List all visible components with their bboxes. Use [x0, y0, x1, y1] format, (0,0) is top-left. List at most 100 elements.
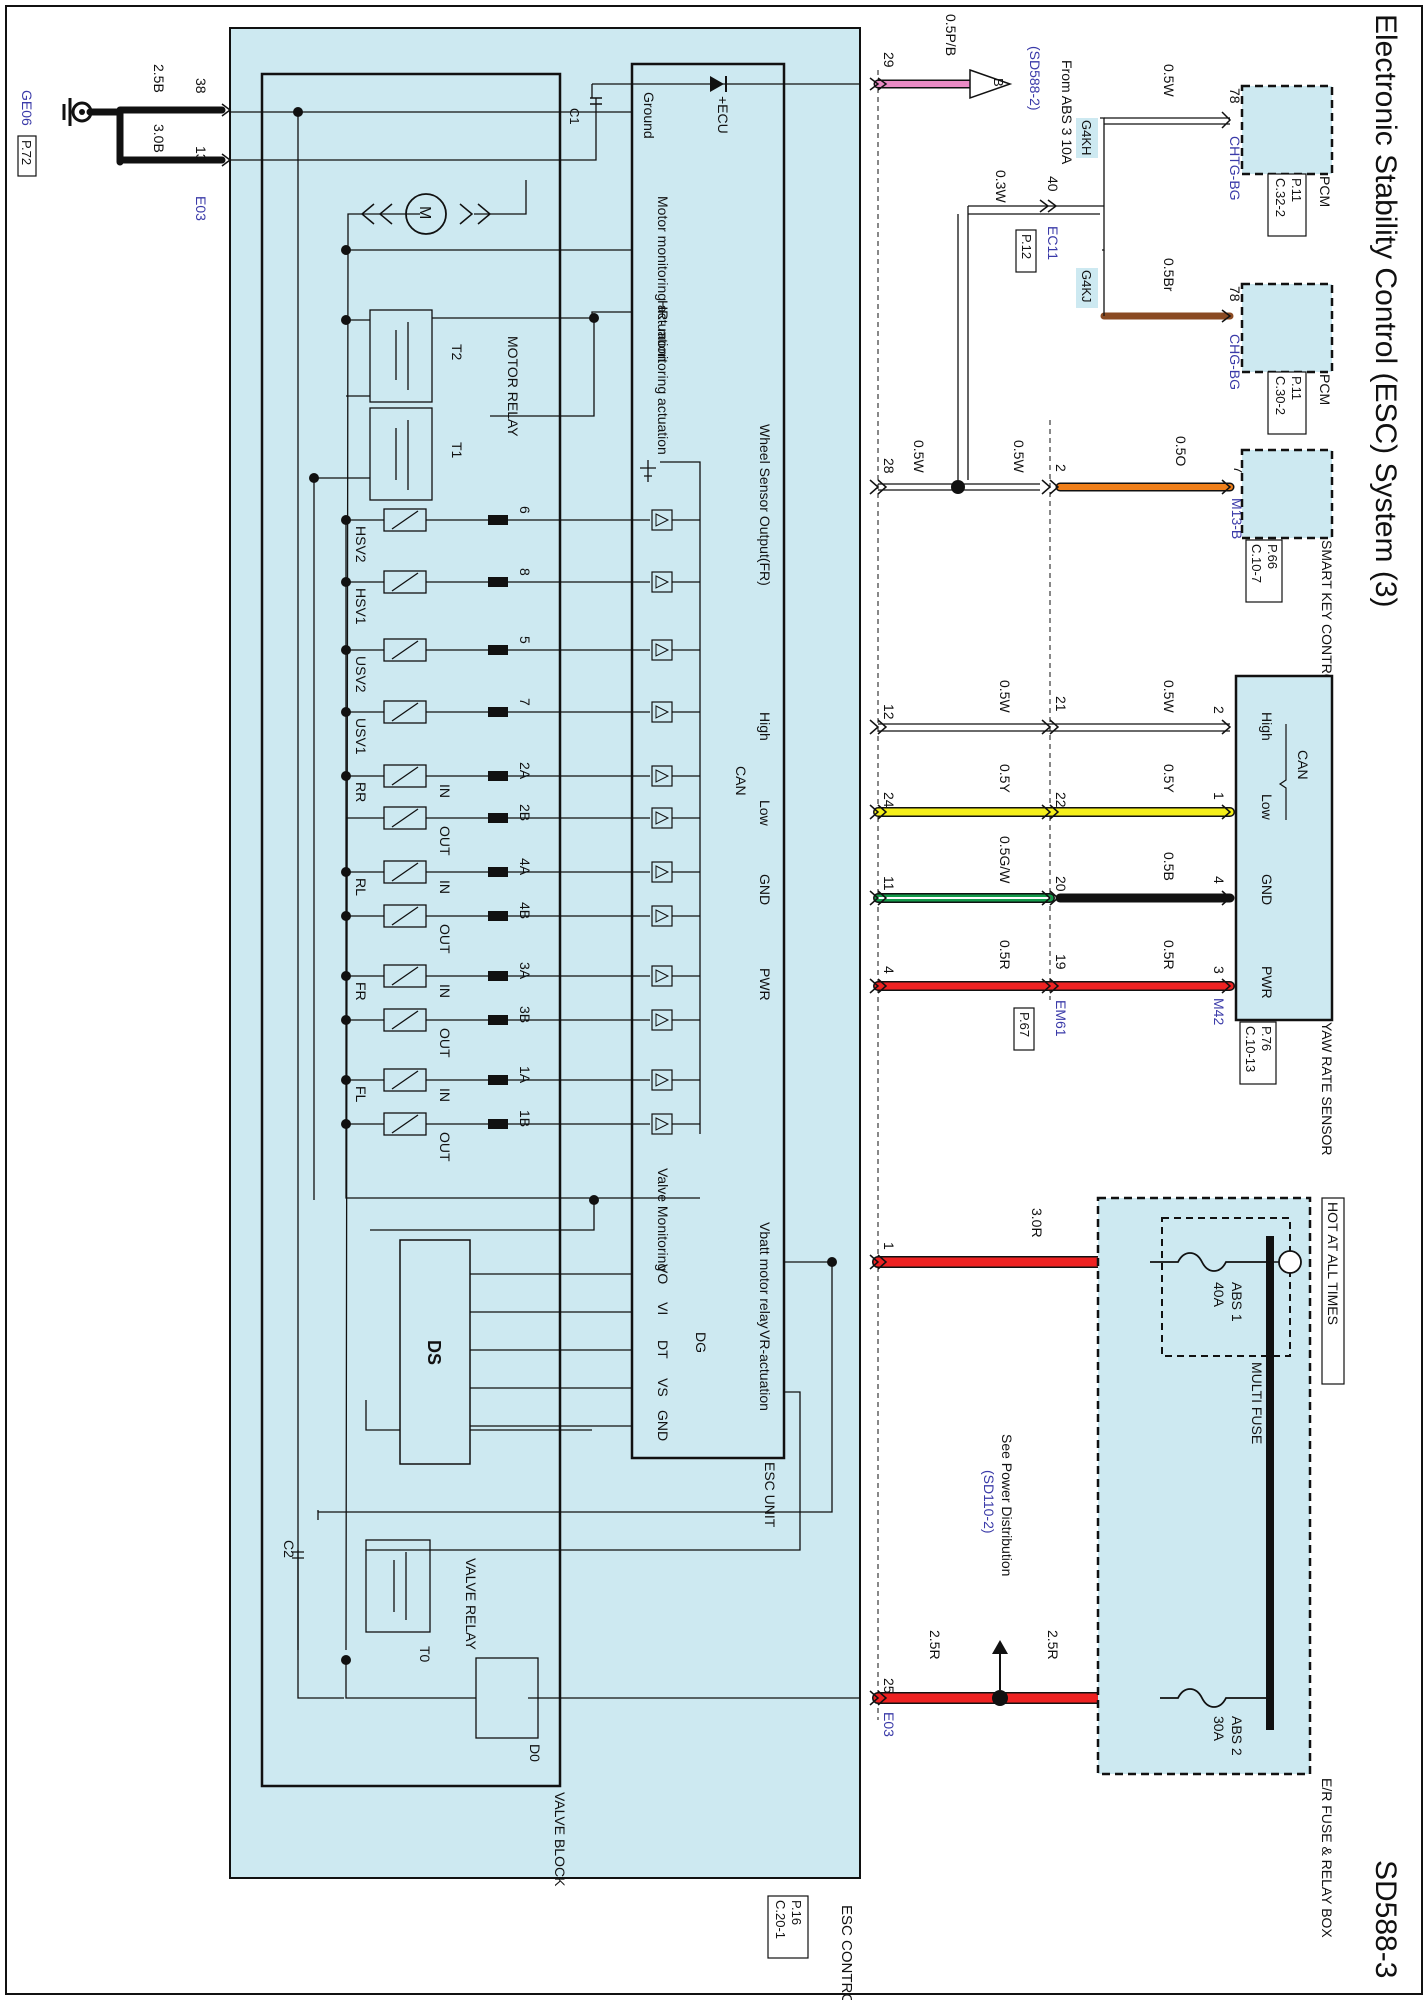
valve-connector — [488, 1119, 508, 1129]
valve-label: FR — [353, 982, 369, 1001]
pcm-lower-connector: CHG-BG — [1227, 334, 1243, 390]
esc-unit-label: ESC UNIT — [762, 1462, 778, 1528]
c1-label: C1 — [567, 108, 582, 125]
dg-pin-vi: VI — [655, 1302, 671, 1315]
fuse-box-name: E/R FUSE & RELAY BOX — [1319, 1778, 1335, 1938]
connector-chevrons — [869, 77, 1232, 1706]
gnd-label: GND — [757, 874, 773, 905]
pwr-label: PWR — [757, 968, 773, 1001]
m42-conn: M42 — [1211, 998, 1227, 1025]
c2-label: C2 — [281, 1540, 297, 1558]
pcm-wiring — [957, 117, 1230, 480]
valve-number: 3B — [517, 1006, 533, 1023]
smart-key-page: P.66 — [1265, 544, 1280, 569]
wire-28: 0.5W — [911, 440, 927, 473]
wire-24: 0.5Y — [997, 764, 1013, 793]
wire-4: 0.5R — [997, 940, 1013, 970]
tag-g4kh: G4KH — [1079, 120, 1094, 155]
valve-number: 5 — [517, 636, 533, 644]
ground-conn: E03 — [193, 196, 209, 221]
valve-number: 1B — [517, 1110, 533, 1127]
valve-io-label: OUT — [437, 1028, 453, 1058]
pcm-upper-wire: 0.5W — [1161, 64, 1177, 97]
abs1-amp: 40A — [1211, 1282, 1227, 1308]
yaw-pin-pwr: PWR — [1259, 966, 1275, 999]
ground-pin-13: 13 — [193, 146, 209, 162]
valve-io-label: OUT — [437, 826, 453, 856]
circuit-29 — [873, 68, 1013, 100]
valve-block-box — [260, 72, 562, 1788]
yaw-pin-high: High — [1259, 712, 1275, 741]
e03-conn: E03 — [881, 1712, 897, 1737]
valve-connector — [488, 707, 508, 717]
c1-capacitor: C1 — [567, 97, 602, 125]
pcm-upper-connector: CHTG-BG — [1227, 136, 1243, 201]
pin-12-end: 2 — [1211, 706, 1227, 714]
esc-module-conn: C.20-1 — [773, 1900, 788, 1939]
esc-control-module-box — [229, 27, 861, 1879]
t1-label: T1 — [449, 442, 465, 459]
vbatt-label: Vbatt motor relay — [757, 1222, 773, 1329]
valve-connector — [488, 1075, 508, 1085]
em61-page: P.67 — [1017, 1012, 1032, 1037]
yaw-pin-low: Low — [1259, 794, 1275, 821]
page-id: SD588-3 — [1369, 1860, 1402, 1978]
page-title: Electronic Stability Control (ESC) Syste… — [1369, 14, 1402, 608]
t0-label: T0 — [417, 1646, 433, 1663]
yaw-pin-gnd: GND — [1259, 874, 1275, 905]
pin-21: 21 — [1053, 696, 1069, 712]
pin-20: 20 — [1053, 876, 1069, 892]
vr-actuation-label: VR-actuation — [757, 1330, 773, 1411]
valve-number: 3A — [517, 962, 533, 980]
dg-label: DG — [693, 1332, 709, 1353]
pin-4: 4 — [881, 966, 897, 974]
pcm-upper-name: PCM — [1317, 176, 1333, 207]
valve-label: HSV1 — [353, 588, 369, 625]
yaw-can: CAN — [1295, 750, 1311, 780]
pin-22: 22 — [1053, 792, 1069, 808]
wire-1: 3.0R — [1029, 1208, 1045, 1238]
valve-io-label: IN — [437, 784, 453, 798]
valve-connector — [488, 1015, 508, 1025]
motor-symbol: M — [360, 193, 492, 235]
ground-pin-38: 38 — [193, 78, 209, 94]
wire-25: 2.5R — [927, 1630, 943, 1660]
wire-24-end: 0.5Y — [1161, 764, 1177, 793]
valve-number: 8 — [517, 568, 533, 576]
valve-label: USV2 — [353, 656, 369, 693]
ec11-connector: 40 0.3W EC11 P.12 — [993, 170, 1061, 273]
pin-4-end: 3 — [1211, 966, 1227, 974]
pin-24-end: 1 — [1211, 792, 1227, 800]
pcm-lower: P.11 C.30-2 PCM 78 0.5Br CHG-BG G4KJ — [1076, 258, 1334, 435]
pcm-lower-name: PCM — [1317, 374, 1333, 405]
pin-12: 12 — [881, 704, 897, 720]
wire-25-end: 2.5R — [1045, 1630, 1061, 1660]
valve-io-label: IN — [437, 880, 453, 894]
abs2-label: ABS 2 — [1229, 1716, 1245, 1756]
smart-key-conn: C.10-7 — [1249, 544, 1264, 583]
can-low-label: Low — [757, 800, 773, 827]
valve-connector — [488, 515, 508, 525]
yaw-rate-sensor: High Low GND PWR CAN YAW RATE SENSOR P.7… — [1234, 674, 1335, 1156]
pcm-lower-wire: 0.5Br — [1161, 258, 1177, 292]
wire-11-end: 0.5B — [1161, 852, 1177, 881]
ec11-page: P.12 — [1019, 234, 1034, 259]
ecu-diode — [710, 76, 727, 92]
abs2-amp: 30A — [1211, 1716, 1227, 1742]
dg-pin-vo: VO — [655, 1264, 671, 1284]
ecu-label: +ECU — [715, 96, 731, 134]
valve-number: 2B — [517, 804, 533, 821]
valve-label: FL — [353, 1086, 369, 1103]
yaw-name: YAW RATE SENSOR — [1319, 1022, 1335, 1156]
pin-1: 1 — [881, 1242, 897, 1250]
wire-11: 0.5G/W — [997, 836, 1013, 884]
valve-connector — [488, 867, 508, 877]
valve-io-label: OUT — [437, 924, 453, 954]
